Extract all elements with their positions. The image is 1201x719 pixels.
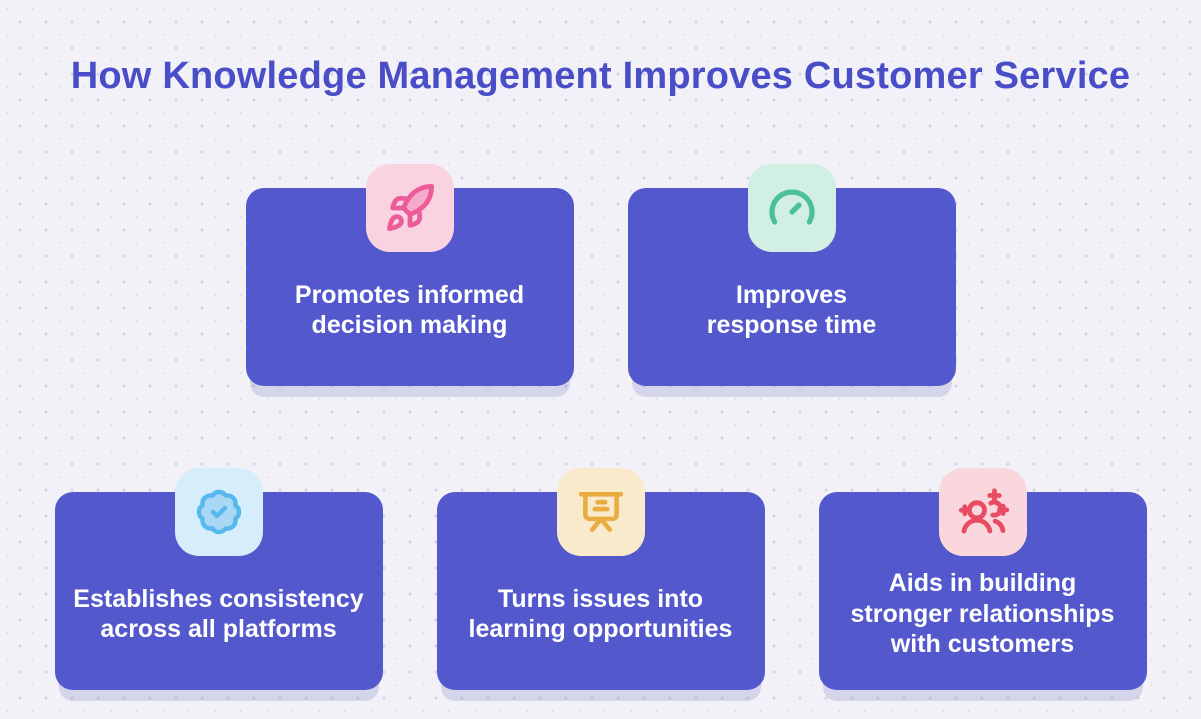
card-improves-response-time: Improves response time [627, 164, 956, 387]
card-label-line: stronger relationships [850, 599, 1115, 628]
card-label: Aids in building stronger relationships … [819, 568, 1147, 660]
card-row-bottom: Establishes consistency across all platf… [0, 468, 1201, 691]
card-label: Improves response time [628, 280, 956, 341]
card-icon-badge [174, 468, 263, 557]
presentation-board-icon [578, 492, 623, 533]
card-label: Promotes informed decision making [246, 280, 574, 341]
card-label-line: Turns issues into [497, 584, 704, 613]
card-aids-stronger-relationships: Aids in building stronger relationships … [818, 468, 1147, 691]
card-label: Establishes consistency across all platf… [55, 584, 383, 645]
card-label-line: across all platforms [100, 615, 337, 644]
card-row-top: Promotes informed decision making Improv… [0, 164, 1201, 387]
rocket-icon [386, 184, 434, 232]
page-title: How Knowledge Management Improves Custom… [70, 55, 1131, 97]
card-label: Turns issues into learning opportunities [437, 584, 765, 645]
card-label-line: decision making [311, 311, 508, 340]
card-label-line: learning opportunities [468, 615, 733, 644]
team-sparkle-icon [958, 488, 1009, 534]
card-icon-badge [556, 468, 645, 557]
card-icon-badge [365, 164, 454, 253]
card-label-line: response time [706, 311, 877, 340]
card-establishes-consistency: Establishes consistency across all platf… [54, 468, 383, 691]
card-icon-badge [747, 164, 836, 253]
card-label-line: with customers [890, 630, 1075, 659]
gauge-icon [768, 189, 815, 225]
card-label-line: Aids in building [888, 569, 1077, 598]
card-label-line: Promotes informed [294, 280, 525, 309]
card-promotes-informed-decision-making: Promotes informed decision making [245, 164, 574, 387]
card-label-line: Improves [735, 280, 848, 309]
card-icon-badge [938, 468, 1027, 557]
verified-badge-icon [196, 489, 241, 535]
card-label-line: Establishes consistency [73, 584, 364, 613]
card-turns-issues-into-learning: Turns issues into learning opportunities [436, 468, 765, 691]
